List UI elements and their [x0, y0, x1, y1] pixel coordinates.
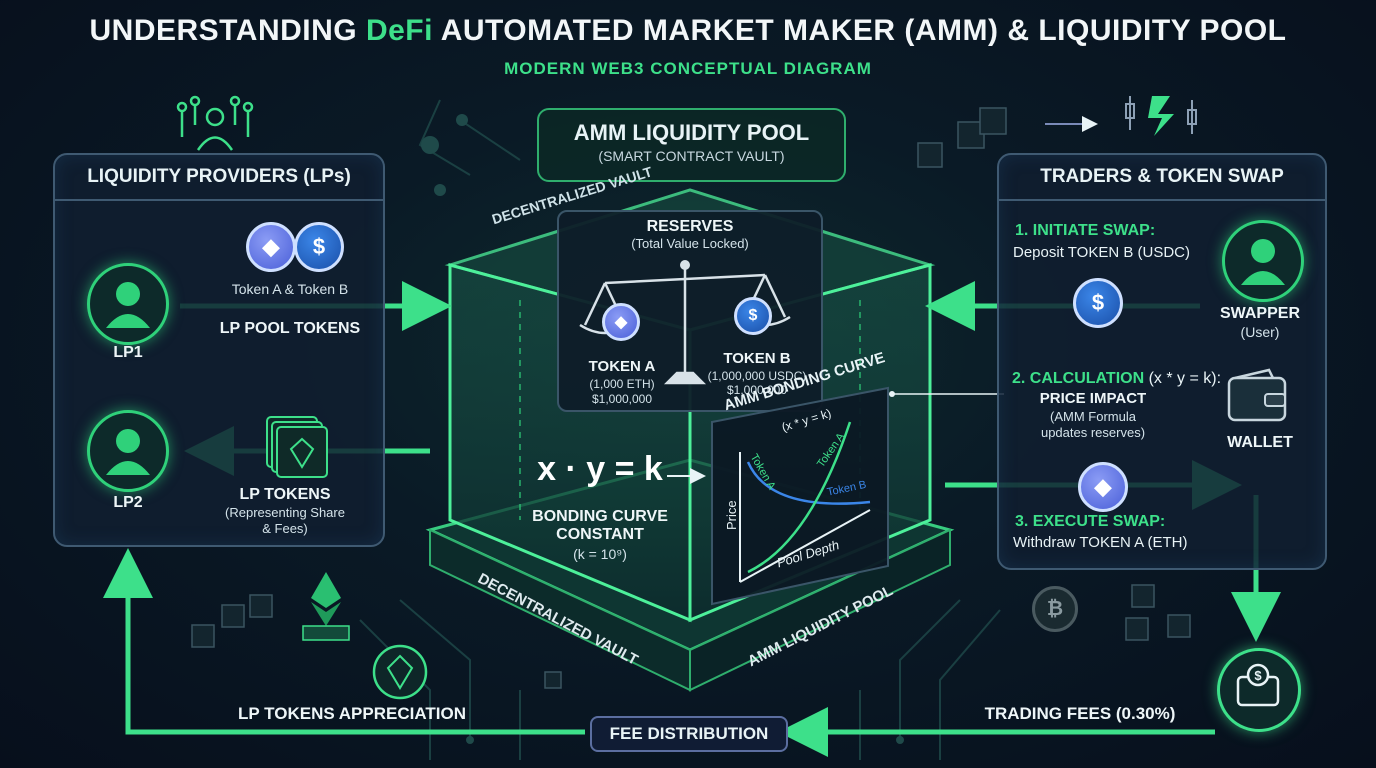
constant-title1: BONDING CURVE	[532, 508, 668, 525]
usdc-deposit-icon: $	[1073, 278, 1123, 328]
step3-text: Withdraw TOKEN A (ETH)	[1013, 534, 1188, 551]
token-a-name: TOKEN A	[588, 358, 656, 375]
swap-icon	[1125, 96, 1197, 136]
svg-text:$: $	[1254, 668, 1262, 683]
swapper-sub: (User)	[1240, 324, 1280, 340]
step3-title: 3. EXECUTE SWAP:	[1015, 513, 1166, 530]
ethereum-pedestal-icon	[302, 572, 350, 641]
bitcoin-icon: ₿	[1032, 586, 1078, 632]
token-a-value: $1,000,000	[591, 392, 653, 406]
constant-value: (k = 10⁹)	[573, 546, 627, 562]
trader-panel: TRADERS & TOKEN SWAP	[997, 153, 1327, 570]
fee-collector-icon: $	[1217, 648, 1301, 732]
user-icon	[106, 429, 150, 475]
lp1-label: LP1	[113, 344, 143, 361]
formula-text: x · y = k	[537, 450, 663, 488]
trader-panel-title: TRADERS & TOKEN SWAP	[999, 155, 1325, 201]
token-b-value: $1,000,000	[726, 383, 788, 397]
pool-subtitle: (SMART CONTRACT VAULT)	[598, 148, 785, 164]
step2-sub2: updates reserves)	[1040, 425, 1146, 440]
token-b-name: TOKEN B	[723, 350, 791, 367]
lp-tokens-title: LP TOKENS	[239, 486, 331, 503]
reserves-subtitle: (Total Value Locked)	[631, 236, 749, 251]
step2-sub1: (AMM Formula	[1050, 409, 1136, 424]
tokens-deposit-label: Token A & Token B	[231, 281, 349, 297]
lp-panel-title: LIQUIDITY PROVIDERS (LPs)	[55, 155, 383, 201]
lp1-avatar[interactable]	[87, 263, 169, 345]
step1-text: Deposit TOKEN B (USDC)	[1013, 244, 1190, 261]
wallet-coin-icon: $	[1236, 663, 1280, 707]
user-icon	[106, 282, 150, 328]
pool-title: AMM LIQUIDITY POOL	[573, 120, 810, 145]
lp2-label: LP2	[113, 494, 143, 511]
reserves-title: RESERVES	[646, 218, 734, 235]
wallet-label: WALLET	[1227, 434, 1293, 451]
eth-withdraw-icon: ◆	[1078, 462, 1128, 512]
token-a-eth-icon: ◆	[602, 303, 640, 341]
trading-fees-label: TRADING FEES (0.30%)	[984, 704, 1176, 723]
decorative-cubes	[191, 107, 1191, 689]
fee-distribution-box: FEE DISTRIBUTION	[590, 716, 788, 752]
step2-heading: 2. CALCULATION (x * y = k):	[1012, 370, 1222, 387]
page-subtitle: MODERN WEB3 CONCEPTUAL DIAGRAM	[504, 59, 872, 78]
community-icon	[176, 95, 254, 151]
lp-tokens-sub1: (Representing Share	[225, 505, 345, 520]
token-b-amount: (1,000,000 USDC)	[707, 369, 807, 383]
wallet-icon[interactable]	[1225, 368, 1291, 424]
curve-ylabel: Price	[724, 500, 739, 530]
swapper-label: SWAPPER	[1219, 305, 1300, 322]
circuit-lines	[359, 99, 1001, 760]
bonding-curve-panel	[711, 386, 889, 606]
lp-tokens-sub2: & Fees)	[262, 521, 308, 536]
pool-title-box: AMM LIQUIDITY POOL (SMART CONTRACT VAULT…	[537, 108, 846, 182]
swapper-avatar[interactable]	[1222, 220, 1304, 302]
step2-impact: PRICE IMPACT	[1039, 390, 1147, 407]
page-title: UNDERSTANDING DeFi AUTOMATED MARKET MAKE…	[89, 14, 1287, 47]
circuit-nodes	[421, 114, 904, 744]
lp2-avatar[interactable]	[87, 410, 169, 492]
ethereum-icon: ◆	[246, 222, 296, 272]
constant-title2: CONSTANT	[556, 526, 644, 543]
user-icon	[1241, 239, 1285, 285]
token-b-curve	[746, 461, 871, 505]
step1-title: 1. INITIATE SWAP:	[1015, 222, 1156, 239]
appreciation-label: LP TOKENS APPRECIATION	[238, 704, 466, 723]
token-a-curve	[747, 421, 852, 574]
usdc-icon: $	[294, 222, 344, 272]
lp-pool-tokens-label: LP POOL TOKENS	[219, 320, 361, 337]
token-b-usdc-icon: $	[734, 297, 772, 335]
lp-token-stack-icon	[266, 416, 328, 478]
token-a-amount: (1,000 ETH)	[589, 377, 655, 391]
lp-token-coin-icon	[372, 644, 428, 700]
